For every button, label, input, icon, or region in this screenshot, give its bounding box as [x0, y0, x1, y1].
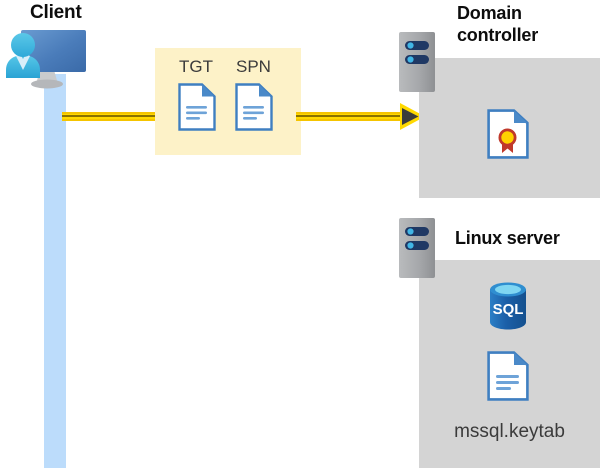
sql-database-icon: SQL [484, 281, 532, 331]
tgt-label: TGT [179, 57, 213, 76]
arrow-head-icon [400, 103, 426, 130]
linux-server-title: Linux server [455, 228, 560, 248]
tgt-document-icon [178, 83, 216, 131]
domain-controller-title: Domain controller [457, 3, 539, 45]
keytab-document-icon [487, 351, 529, 401]
arrow-line-segment-left [62, 112, 158, 121]
spn-document-icon [235, 83, 273, 131]
spn-label: SPN [236, 57, 271, 76]
tgt-spn-message-box [155, 48, 301, 155]
domain-controller-server-rack-icon [399, 32, 435, 92]
user-monitor-icon [2, 26, 94, 96]
sql-icon-text: SQL [493, 301, 524, 318]
arrow-line-segment-right [296, 112, 406, 121]
certificate-document-icon [487, 109, 529, 159]
client-lifeline [44, 74, 66, 468]
client-label: Client [30, 2, 82, 23]
keytab-filename-label: mssql.keytab [454, 421, 565, 442]
linux-server-rack-icon [399, 218, 435, 278]
